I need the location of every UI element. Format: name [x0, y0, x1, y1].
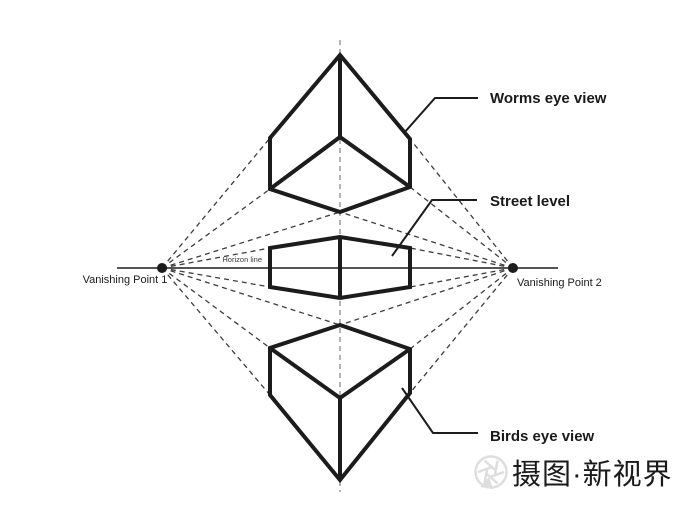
- street-leader-line: [391, 199, 477, 257]
- vanishing-point-2-label: Vanishing Point 2: [517, 277, 602, 289]
- street-level-label: Street level: [490, 193, 570, 210]
- horizon-line-label: Horizon line: [222, 255, 262, 264]
- worms-eye-view-label: Worms eye view: [490, 90, 607, 107]
- vp1-construction-lines: [161, 137, 341, 396]
- vanishing-point-1-label: Vanishing Point 1: [83, 274, 168, 286]
- watermark: 摄图·新视界: [474, 455, 673, 491]
- birds-eye-view-label: Birds eye view: [490, 428, 595, 445]
- worms-eye-view-box: [268, 51, 412, 215]
- watermark-text: 摄图·新视界: [512, 458, 673, 491]
- worms-leader-line: [403, 97, 478, 134]
- street-level-box: [268, 234, 412, 301]
- birds-eye-view-box: [268, 322, 412, 484]
- vanishing-point-2-dot: [508, 263, 518, 273]
- birds-leader-line: [401, 387, 478, 434]
- aperture-icon: [474, 455, 508, 489]
- vanishing-point-1-dot: [157, 263, 167, 273]
- vp2-construction-lines: [339, 138, 514, 394]
